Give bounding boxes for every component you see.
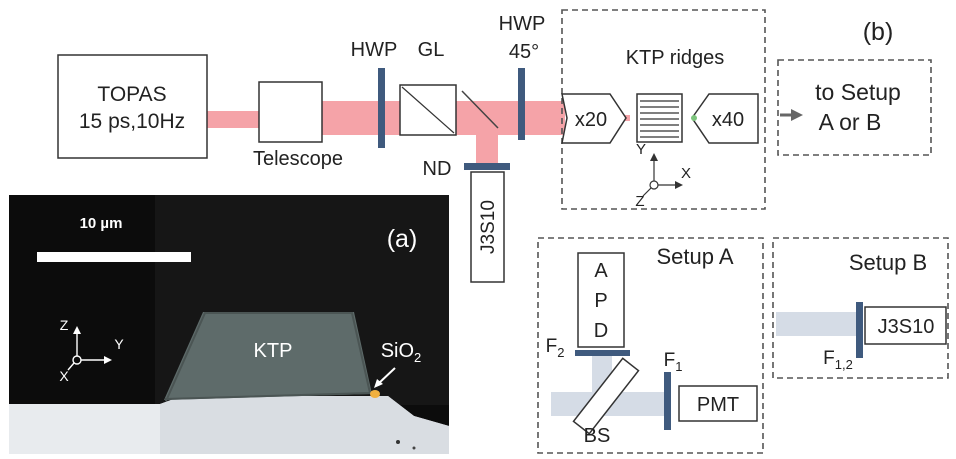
hwp-label: HWP	[351, 39, 398, 61]
to-setup-box	[777, 59, 932, 156]
filter-f2-label: F2	[546, 336, 565, 360]
objective-x40-label: x40	[712, 109, 744, 131]
beam-splitter-plate	[461, 90, 499, 129]
telescope-label: Telescope	[253, 148, 343, 170]
hwp-45-angle: 45°	[509, 41, 539, 63]
axis-a-y: Y	[114, 336, 124, 352]
objective-x40	[691, 93, 759, 144]
to-setup-label: to Setup	[815, 79, 901, 105]
figure-label-a: (a)	[387, 225, 418, 253]
figure-label-b: (b)	[863, 18, 894, 46]
axis-a-x: X	[59, 368, 69, 384]
axis-b-y: Y	[636, 141, 646, 158]
axis-a-z: Z	[60, 317, 69, 333]
axes-b: Y X Z	[635, 141, 691, 210]
half-wave-plate-45	[518, 68, 525, 140]
axis-b-x: X	[681, 165, 691, 182]
j3s10-side-label: J3S10	[478, 200, 499, 254]
nd-filter	[464, 163, 510, 170]
ktp-waveguide-array	[636, 93, 683, 143]
beam-splitter-bs	[572, 357, 640, 435]
setup-b-title: Setup B	[849, 250, 927, 275]
to-setup-choice: A or B	[819, 109, 882, 135]
j3s10-detector-box	[470, 171, 505, 283]
ktp-ridges-label: KTP ridges	[626, 47, 725, 69]
filter-f2	[575, 350, 630, 356]
filter-f12	[856, 302, 863, 358]
polarizer-diagonal	[401, 86, 455, 134]
objective-x20-label: x20	[575, 109, 607, 131]
j3s10-detector-b	[864, 306, 947, 345]
scale-bar-label: 10 µm	[80, 215, 123, 232]
output-spot	[691, 115, 697, 121]
apd-letter-a: A	[594, 260, 608, 282]
filter-f12-label: F1,2	[823, 348, 853, 372]
gl-label: GL	[418, 39, 445, 61]
axis-b-z: Z	[635, 193, 644, 210]
setup-a-region	[537, 237, 764, 454]
apd-letter-d: D	[594, 320, 608, 342]
apd-letter-p: P	[594, 290, 607, 312]
sio2-arrow	[377, 367, 396, 385]
ktp-label: KTP	[254, 340, 293, 362]
ktp-ridges-region	[561, 9, 766, 210]
telescope-box	[258, 81, 323, 143]
sio2-arrow-head	[374, 379, 383, 388]
apd-detector-box	[577, 252, 625, 348]
setup-b-beam	[776, 312, 856, 336]
output-arrow-head	[791, 109, 803, 121]
sio2-label: SiO2	[381, 340, 422, 365]
objective-x20	[561, 93, 627, 144]
half-wave-plate	[378, 68, 385, 148]
scale-bar	[37, 252, 191, 262]
hwp-45-label: HWP	[499, 13, 546, 35]
axes-a: Z Y X	[59, 317, 124, 384]
setup-b-region	[772, 237, 949, 379]
topas-label: TOPAS	[97, 83, 166, 106]
setup-a-title: Setup A	[656, 244, 733, 269]
bs-label: BS	[584, 425, 611, 447]
j3s10-b-label: J3S10	[878, 316, 935, 338]
nd-label: ND	[423, 158, 452, 180]
pmt-label: PMT	[697, 394, 739, 416]
topas-laser-box	[57, 54, 208, 159]
filter-f1-label: F1	[664, 350, 683, 374]
pmt-detector-box	[678, 385, 758, 422]
ktp-micrograph	[9, 195, 449, 454]
topas-spec-label: 15 ps,10Hz	[79, 110, 185, 133]
filter-f1	[664, 372, 671, 430]
